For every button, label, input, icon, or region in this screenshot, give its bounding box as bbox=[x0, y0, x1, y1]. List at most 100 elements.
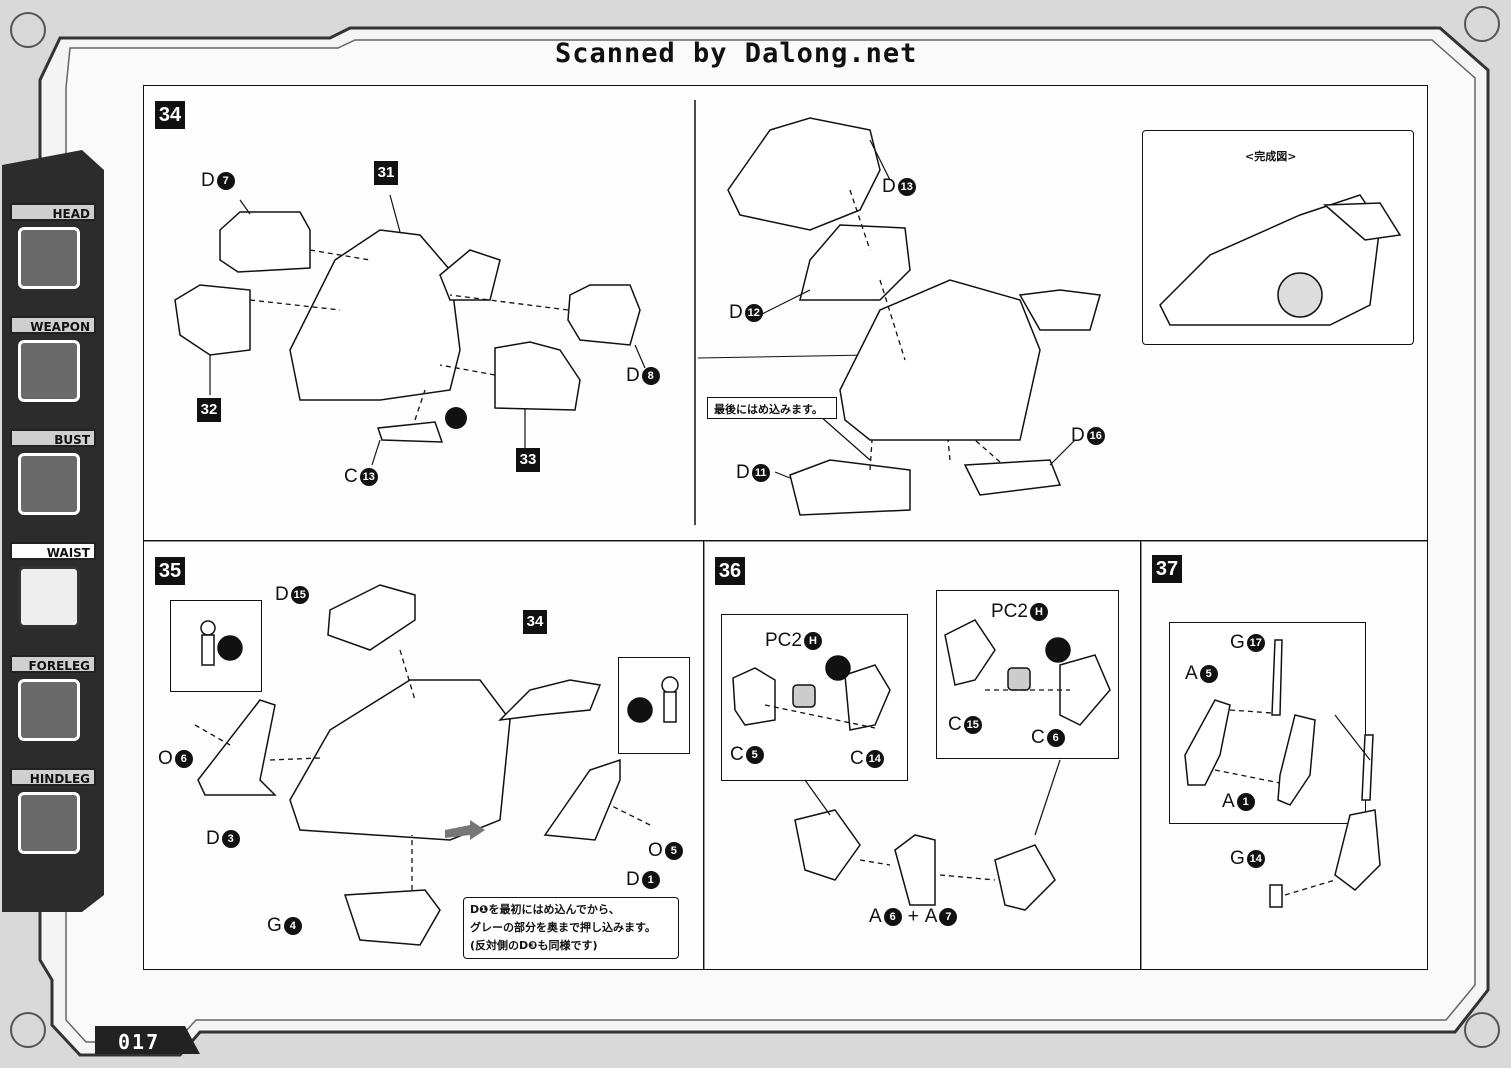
step-36-assembly-drawing bbox=[732, 619, 1111, 911]
plus-sign: + bbox=[907, 906, 919, 927]
part-letter: C bbox=[850, 748, 864, 769]
part-letter: D bbox=[206, 828, 220, 849]
part-number: 1 bbox=[1236, 793, 1255, 811]
part-letter: A bbox=[924, 906, 938, 927]
part-letter: D bbox=[882, 176, 896, 197]
reference-step-33: 33 bbox=[516, 448, 540, 472]
hindleg-part-thumbnail-icon bbox=[18, 792, 80, 854]
part-number: 16 bbox=[1086, 427, 1105, 445]
tab-foreleg[interactable]: FORELEG bbox=[10, 655, 102, 761]
tab-head[interactable]: HEAD bbox=[10, 203, 102, 309]
part-number: 7 bbox=[939, 908, 958, 926]
step-number-badge: 37 bbox=[1152, 555, 1182, 583]
part-number: 4 bbox=[283, 917, 302, 935]
tab-weapon[interactable]: WEAPON bbox=[10, 316, 102, 422]
part-letter: PC2 bbox=[765, 630, 802, 651]
tab-waist[interactable]: WAIST bbox=[10, 542, 102, 648]
part-letter: C bbox=[344, 466, 358, 487]
part-letter: D bbox=[626, 869, 640, 890]
part-letter: O bbox=[648, 840, 663, 861]
part-letter: PC2 bbox=[991, 601, 1028, 622]
tab-label: BUST bbox=[10, 429, 96, 447]
step-34-assembly-drawing bbox=[174, 194, 646, 466]
part-number: 7 bbox=[216, 172, 235, 190]
part-number: 8 bbox=[641, 367, 660, 385]
part-number: 6 bbox=[174, 750, 193, 768]
part-number: 6 bbox=[883, 908, 902, 926]
part-letter: A bbox=[869, 906, 882, 927]
reference-step-34: 34 bbox=[523, 610, 547, 634]
completed-waist-drawing bbox=[1159, 194, 1402, 326]
step-number-badge: 34 bbox=[155, 101, 185, 129]
completed-view-label: <完成図> bbox=[1245, 150, 1297, 163]
part-number: 6 bbox=[1046, 729, 1065, 747]
spring-detail-box-left bbox=[170, 600, 262, 692]
weapon-part-thumbnail-icon bbox=[18, 340, 80, 402]
part-letter: D bbox=[626, 365, 640, 386]
page-number: 017 bbox=[118, 1030, 161, 1054]
insert-last-note: 最後にはめ込みます。 bbox=[707, 397, 837, 419]
assembly-instruction-note: D❶を最初にはめ込んでから、 グレーの部分を奥まで押し込みます。 (反対側のD❸… bbox=[463, 897, 679, 959]
part-letter: O bbox=[158, 748, 173, 769]
step-34-final-assembly-drawing bbox=[727, 117, 1101, 516]
note-line: グレーの部分を奥まで押し込みます。 bbox=[470, 921, 656, 934]
tab-hindleg[interactable]: HINDLEG bbox=[10, 768, 102, 874]
part-number: 14 bbox=[1246, 850, 1265, 868]
part-letter: C bbox=[730, 744, 744, 765]
part-number: 15 bbox=[290, 586, 309, 604]
part-number: 5 bbox=[1199, 665, 1218, 683]
tab-bust[interactable]: BUST bbox=[10, 429, 102, 535]
tab-label: WEAPON bbox=[10, 316, 96, 334]
scan-credit-title: Scanned by Dalong.net bbox=[555, 38, 918, 69]
part-number: 13 bbox=[897, 178, 916, 196]
part-letter: D bbox=[729, 302, 743, 323]
part-letter: D bbox=[1071, 425, 1085, 446]
step-35-assembly-drawing bbox=[194, 584, 679, 946]
bust-part-thumbnail-icon bbox=[18, 453, 80, 515]
part-letter: G bbox=[1230, 848, 1245, 869]
note-line: (反対側のD❸も同様です) bbox=[470, 939, 598, 952]
part-number: H bbox=[1029, 603, 1048, 621]
part-letter: D bbox=[736, 462, 750, 483]
part-letter: C bbox=[1031, 727, 1045, 748]
part-letter: D bbox=[201, 170, 215, 191]
foreleg-part-thumbnail-icon bbox=[18, 679, 80, 741]
part-number: 14 bbox=[865, 750, 884, 768]
part-number: 3 bbox=[221, 830, 240, 848]
tab-label: FORELEG bbox=[10, 655, 96, 673]
part-number: 15 bbox=[963, 716, 982, 734]
step-number-badge: 36 bbox=[715, 557, 745, 585]
waist-part-thumbnail-icon bbox=[18, 566, 80, 628]
part-letter: A bbox=[1185, 663, 1198, 684]
note-line: D❶を最初にはめ込んでから、 bbox=[470, 903, 620, 916]
part-number: 17 bbox=[1246, 634, 1265, 652]
part-letter: A bbox=[1222, 791, 1235, 812]
part-number: 12 bbox=[744, 304, 763, 322]
part-number: 5 bbox=[745, 746, 764, 764]
part-letter: G bbox=[267, 915, 282, 936]
